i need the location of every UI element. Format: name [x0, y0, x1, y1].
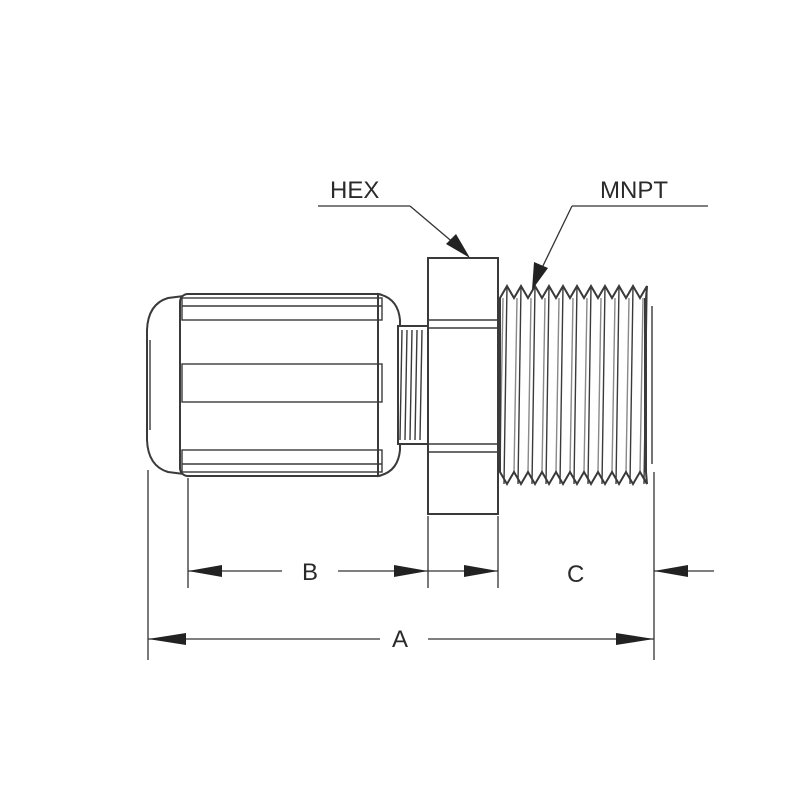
thread-crest-line: [615, 285, 620, 485]
dimension-c: C: [567, 561, 714, 588]
thread-root-line: [583, 297, 588, 473]
thread-crest-line: [573, 285, 578, 485]
dimension-b: B: [188, 559, 428, 586]
mnpt-label: MNPT: [600, 177, 668, 204]
thread-crest-line: [503, 285, 508, 485]
dimension-a: A: [148, 626, 654, 653]
knurl-grooves: [181, 297, 383, 473]
mnpt-leader: MNPT: [532, 177, 708, 290]
dimension-c-label: C: [567, 561, 584, 588]
thread-crest-line: [587, 285, 592, 485]
thread-crest-line: [629, 285, 634, 485]
dimension-hex-width: [428, 565, 498, 577]
knurled-nut: [146, 292, 401, 478]
neck-thread-line: [409, 329, 413, 441]
thread-root-line: [625, 297, 630, 473]
neck-thread-line: [399, 329, 403, 441]
dimension-a-label: A: [392, 626, 408, 653]
hex-leader: HEX: [318, 177, 470, 258]
thread-root-line: [527, 297, 532, 473]
extension-lines: [147, 470, 655, 660]
thread-crest-line: [601, 285, 606, 485]
neck-thread-line: [404, 329, 408, 441]
hex-body: [427, 257, 499, 515]
thread-root-line: [569, 297, 574, 473]
thread-root-line: [597, 297, 602, 473]
thread-root-line: [499, 297, 504, 473]
neck-thread-line: [414, 329, 418, 441]
thread-root-line: [541, 297, 546, 473]
thread-root-line: [611, 297, 616, 473]
neck-thread-line: [419, 329, 423, 441]
mnpt-thread: [499, 284, 653, 486]
thread-root-line: [555, 297, 560, 473]
dimension-b-label: B: [302, 559, 318, 586]
thread-root-line: [639, 297, 644, 473]
thread-crest-line: [517, 285, 522, 485]
hex-label: HEX: [330, 177, 379, 204]
neck-thread: [397, 325, 431, 445]
thread-root-line: [513, 297, 518, 473]
thread-crest-line: [531, 285, 536, 485]
thread-crest-line: [559, 285, 564, 485]
thread-crest-line: [545, 285, 550, 485]
